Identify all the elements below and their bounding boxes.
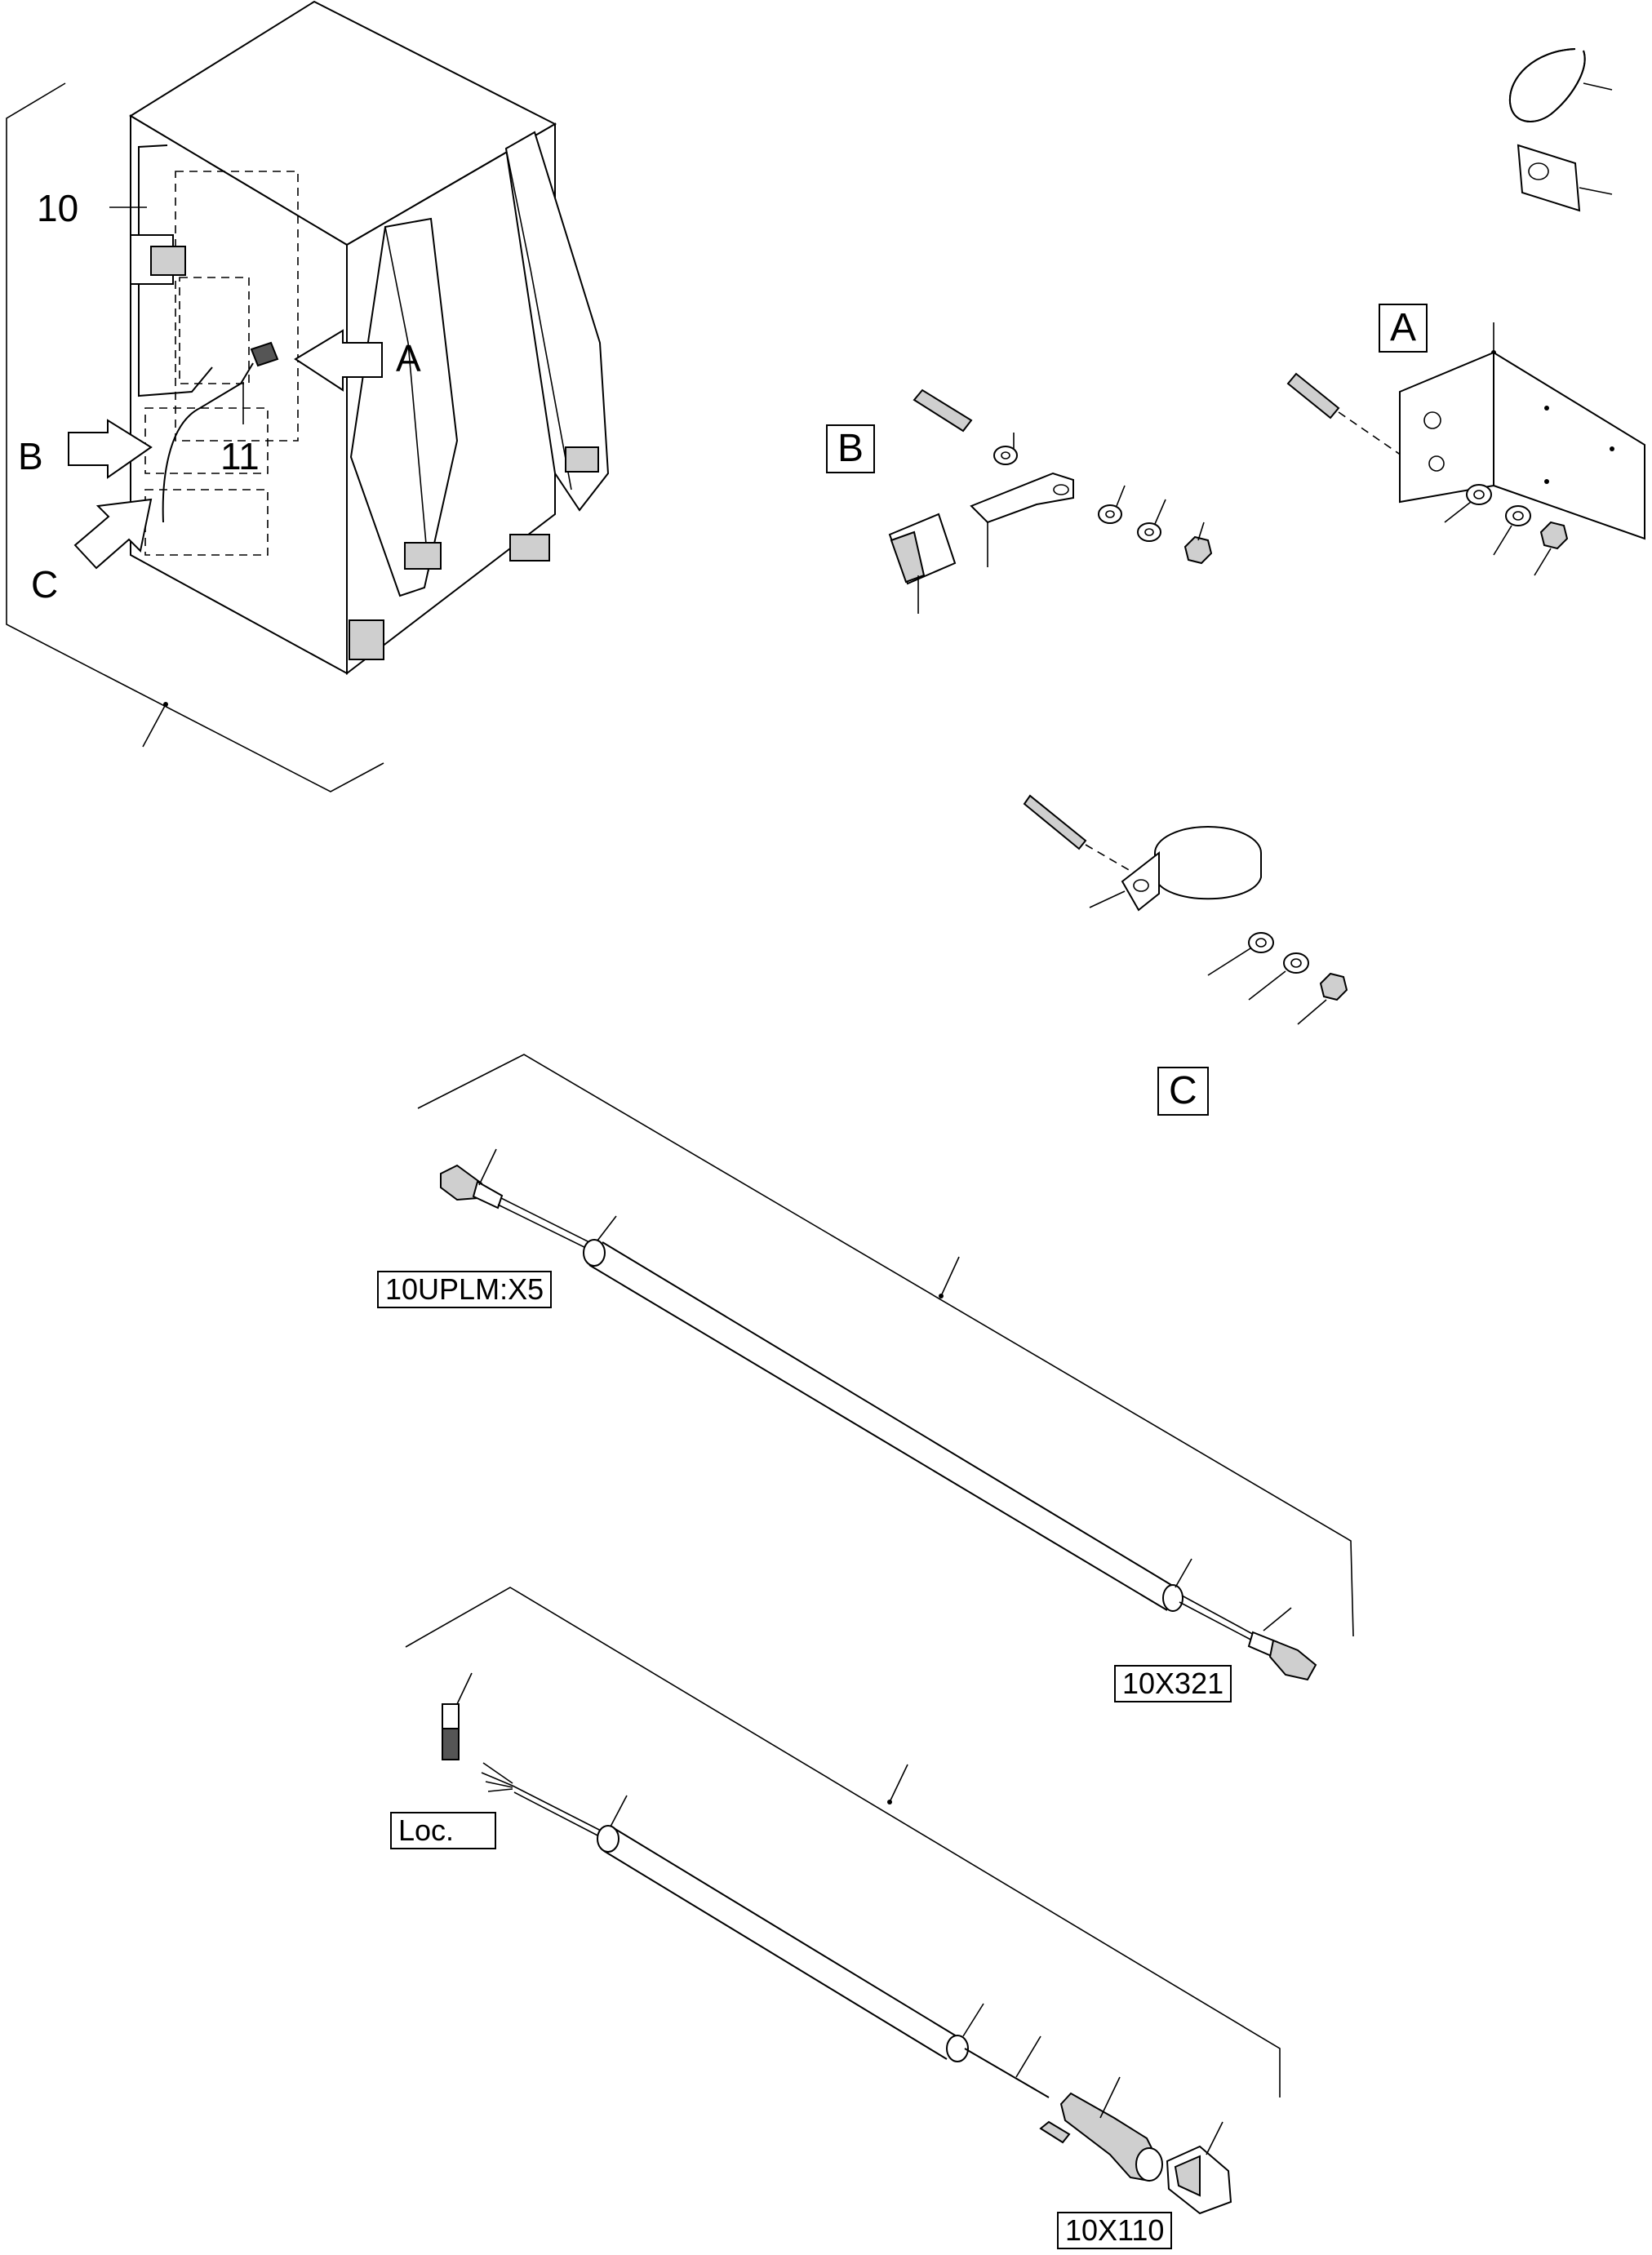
arrow-c-icon	[73, 498, 153, 570]
cabinet-assembly	[6, 0, 610, 792]
connector-label-10x110: 10X110	[1057, 2212, 1173, 2249]
cable-tie-icon	[1508, 48, 1613, 122]
connector-label-loc: Loc.	[390, 1812, 496, 1849]
vent-grille	[349, 446, 599, 660]
arrow-c-label: C	[31, 563, 58, 606]
arrow-b-label: B	[18, 435, 43, 477]
arrow-a-icon	[294, 329, 383, 392]
tag-plate-icon	[1517, 144, 1613, 212]
top-cable-assembly	[417, 1054, 1354, 1681]
connector-label-10x321: 10X321	[1114, 1665, 1232, 1702]
arrow-a-label: A	[396, 337, 421, 380]
callout-10: 10	[37, 187, 78, 229]
detail-a-label: A	[1379, 304, 1428, 353]
detail-c-assembly	[1023, 794, 1348, 1025]
detail-a-assembly	[1286, 322, 1645, 576]
detail-b-label: B	[826, 424, 876, 473]
callout-11: 11	[220, 435, 260, 477]
detail-c-label: C	[1157, 1067, 1209, 1116]
detail-b-assembly	[888, 388, 1213, 614]
connector-label-10uplm-x5: 10UPLM:X5	[377, 1271, 553, 1308]
bottom-cable-assembly	[405, 1587, 1281, 2215]
arrow-b-icon	[68, 419, 153, 479]
